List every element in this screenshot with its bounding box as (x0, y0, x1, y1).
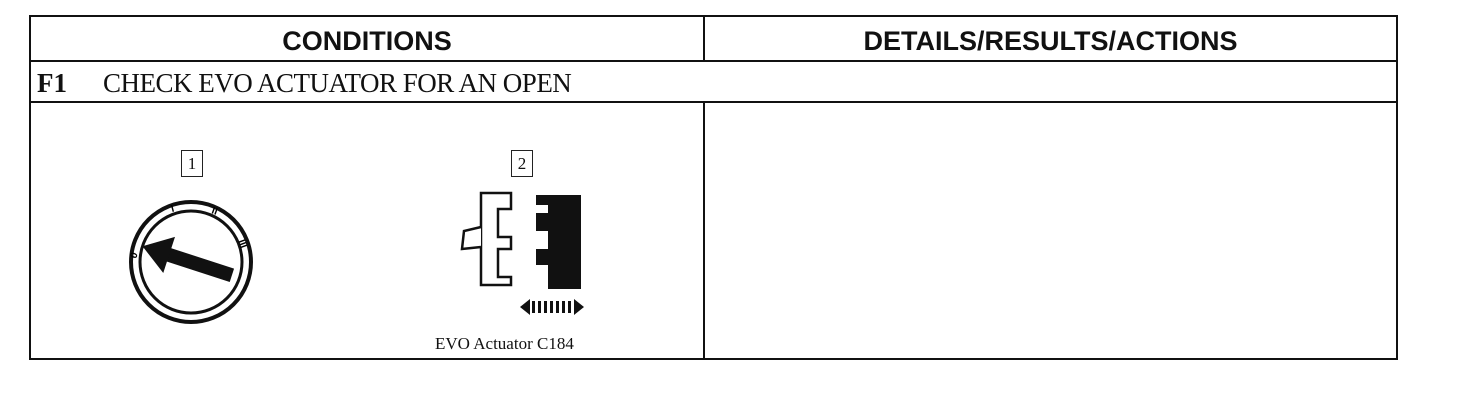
ignition-key-off-icon: 0 I II III (128, 200, 253, 324)
step-title: CHECK EVO ACTUATOR FOR AN OPEN (103, 68, 572, 98)
connector-caption: EVO Actuator C184 (435, 334, 574, 353)
key-mark-0: 0 (128, 251, 140, 260)
key-mark-2: II (210, 205, 219, 217)
table-header: CONDITIONS DETAILS/RESULTS/ACTIONS (31, 17, 1396, 62)
column-divider-bottom (703, 103, 705, 358)
callout-2: 2 (511, 150, 533, 177)
callout-1: 1 (181, 150, 203, 177)
step-number: F1 (37, 68, 67, 98)
connector-disconnect-icon (460, 191, 584, 315)
conditions-header: CONDITIONS (282, 26, 452, 56)
key-mark-3: III (235, 238, 248, 250)
details-results-actions-header: DETAILS/RESULTS/ACTIONS (863, 26, 1238, 56)
key-mark-1: I (170, 203, 176, 214)
diagnostic-table: CONDITIONS DETAILS/RESULTS/ACTIONS F1 CH… (29, 15, 1398, 360)
disconnect-arrow-icon (520, 299, 584, 315)
column-divider-top (703, 17, 705, 62)
step-row: F1 CHECK EVO ACTUATOR FOR AN OPEN (31, 62, 1396, 103)
key-pointer (142, 236, 235, 282)
